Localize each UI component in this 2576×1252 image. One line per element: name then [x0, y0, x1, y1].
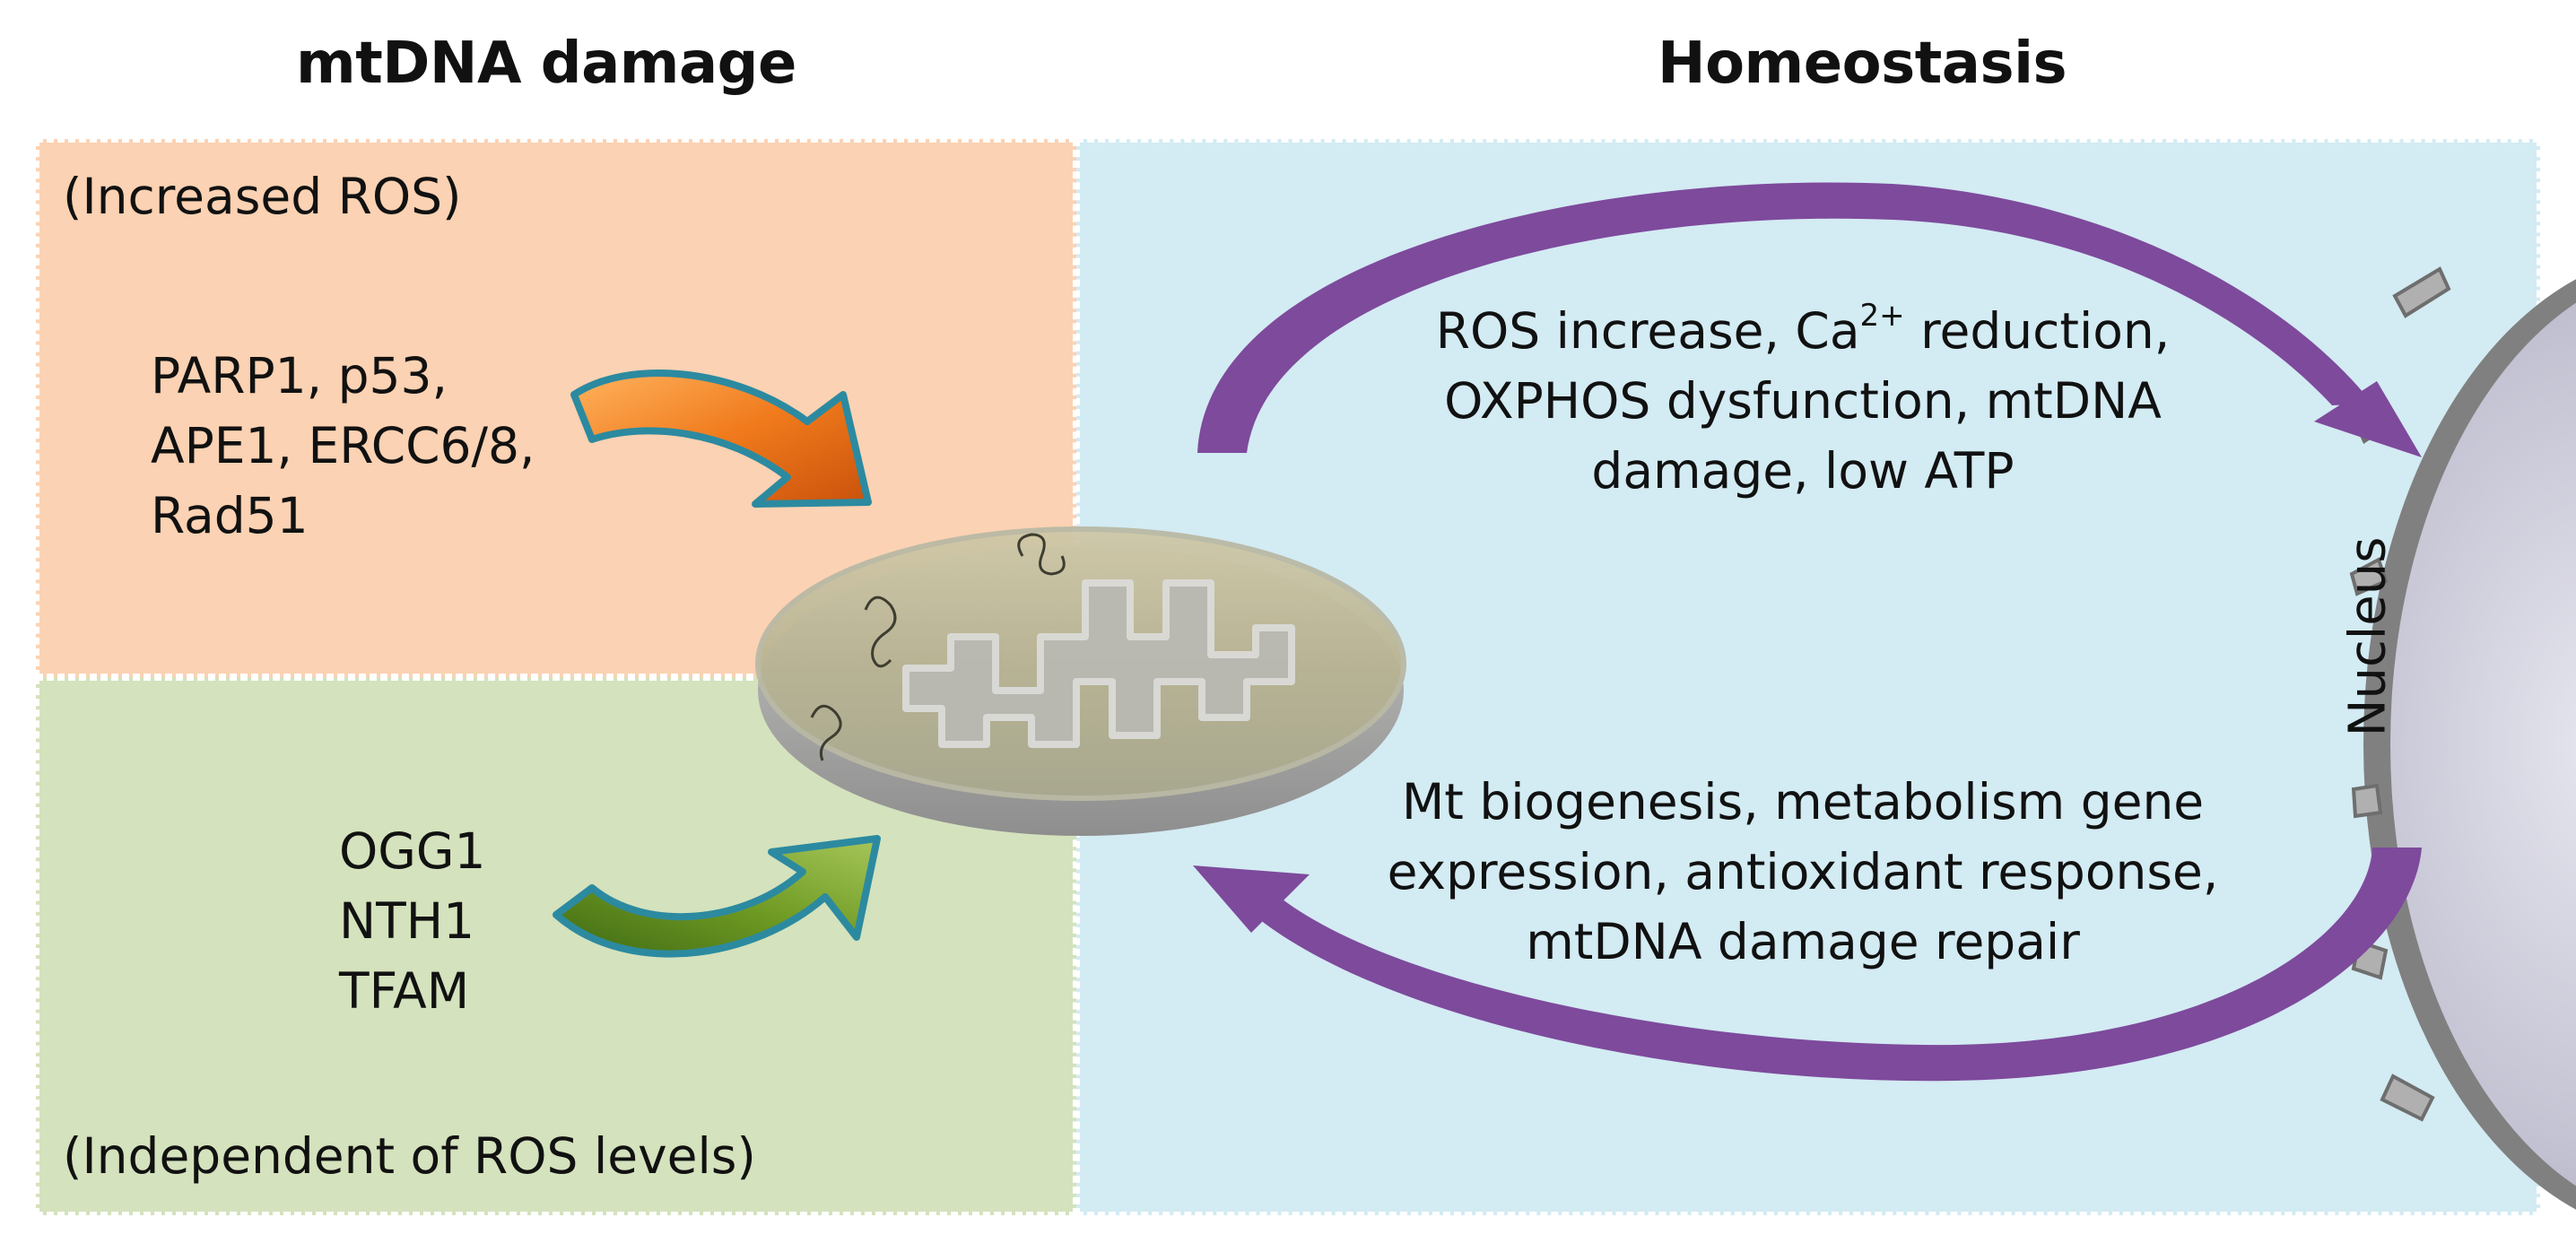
independent-ros-note: (Independent of ROS levels)	[63, 1127, 756, 1185]
factor-item: OGG1	[339, 822, 486, 880]
factor-item: Rad51	[151, 487, 309, 544]
cristae-membrane	[902, 579, 1295, 748]
signal-line: damage, low ATP	[1591, 442, 2015, 500]
mtdna-squiggles	[810, 533, 1066, 761]
factor-item: TFAM	[339, 962, 470, 1020]
nucleus-body	[2390, 302, 2576, 1187]
signal-line: Mt biogenesis, metabolism gene	[1401, 773, 2205, 830]
signal-line: OXPHOS dysfunction, mtDNA	[1444, 372, 2162, 430]
green-arrow	[553, 835, 881, 958]
mtdna-damage-heading: mtDNA damage	[296, 30, 796, 97]
factor-item: NTH1	[339, 892, 475, 950]
ros-independent-factor-list: OGG1 NTH1 TFAM	[339, 816, 486, 1026]
ros-dependent-factor-list: PARP1, p53, APE1, ERCC6/8, Rad51	[151, 341, 535, 551]
nucleus	[2349, 266, 2576, 1210]
signals-to-nucleus-text: ROS increase, Ca2+ reduction, OXPHOS dys…	[1363, 296, 2242, 506]
increased-ros-note: (Increased ROS)	[63, 168, 462, 225]
factor-item: APE1, ERCC6/8,	[151, 417, 535, 474]
orange-arrow	[570, 370, 872, 508]
nucleus-label: Nucleus	[2338, 536, 2398, 737]
signal-line: expression, antioxidant response,	[1387, 843, 2219, 900]
signal-line: ROS increase, Ca2+ reduction,	[1435, 297, 2171, 360]
arrow-from-nucleus	[1193, 848, 2422, 1082]
factor-item: PARP1, p53,	[151, 347, 448, 404]
homeostasis-heading: Homeostasis	[1658, 30, 2067, 97]
mitochondrion	[755, 526, 1406, 836]
signal-line: mtDNA damage repair	[1526, 913, 2080, 970]
arrow-to-nucleus	[1197, 182, 2422, 457]
signals-from-nucleus-text: Mt biogenesis, metabolism gene expressio…	[1327, 767, 2278, 977]
